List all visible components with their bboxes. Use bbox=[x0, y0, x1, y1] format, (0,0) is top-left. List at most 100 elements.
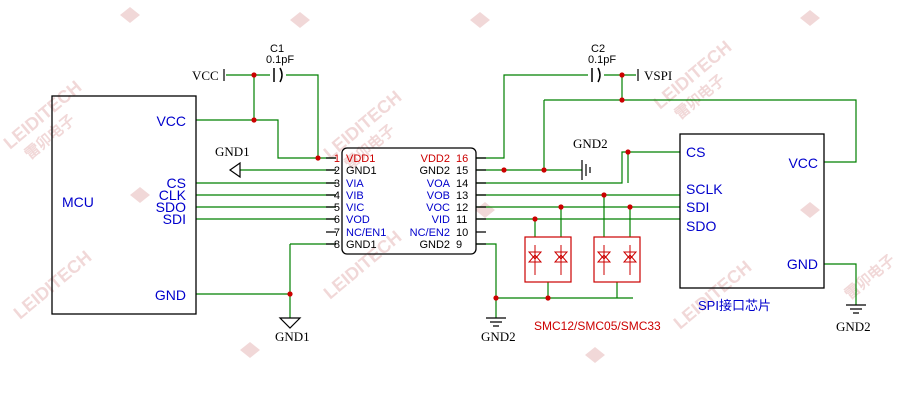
junction-dot bbox=[601, 192, 607, 198]
wire-gnd2-pin9 bbox=[476, 243, 497, 318]
isolator-pin-name: VID bbox=[432, 214, 450, 226]
mcu-title: MCU bbox=[62, 194, 94, 210]
isolator-pin-name: VOB bbox=[427, 190, 450, 202]
junction-dot bbox=[501, 167, 507, 173]
spi-chip-block bbox=[679, 133, 825, 289]
watermark-logo-icon bbox=[130, 187, 150, 203]
isolator-pin-name: VDD1 bbox=[346, 153, 375, 165]
isolator-pin-name: GND1 bbox=[346, 165, 377, 177]
junction-dot bbox=[545, 295, 551, 301]
isolator-pin-number: 2 bbox=[334, 165, 340, 177]
junctions bbox=[251, 72, 633, 301]
gnd2-mid-ground-icon bbox=[486, 317, 506, 327]
watermark-logo-icon bbox=[470, 12, 490, 28]
tvs-diode-icon bbox=[527, 245, 569, 275]
gnd1-bottom-ground-icon bbox=[278, 317, 302, 329]
isolator-pin-number: 12 bbox=[456, 202, 468, 214]
mcu-pin-clk: CLK bbox=[159, 187, 187, 203]
watermark-logo-icon bbox=[800, 10, 820, 26]
c2-plate-right-icon bbox=[597, 67, 601, 83]
isolator-pin-number: 7 bbox=[334, 227, 340, 239]
isolator-right-pins: 16VDD215GND214VOA13VOB12VOC11VID10NC/EN2… bbox=[410, 153, 469, 251]
isolator-pin-number: 10 bbox=[456, 227, 468, 239]
watermark-brand: LEIDITECH bbox=[670, 257, 756, 333]
junction-dot bbox=[619, 97, 625, 103]
net-gnd2-mid: GND2 bbox=[481, 329, 516, 344]
isolator-pin-name: VIA bbox=[346, 178, 364, 190]
isolator-pin-name: NC/EN2 bbox=[410, 227, 450, 239]
gnd1-arrow-icon bbox=[228, 161, 241, 179]
spi-pin-cs: CS bbox=[686, 144, 705, 160]
spi-chip-title: SPI接口芯片 bbox=[698, 298, 771, 313]
tvs-array-1 bbox=[524, 236, 572, 283]
junction-dot bbox=[625, 149, 631, 155]
wire-vdd2-c2 bbox=[476, 74, 588, 159]
tvs-box bbox=[524, 236, 572, 283]
net-gnd2-right: GND2 bbox=[836, 319, 871, 334]
net-gnd1-top: GND1 bbox=[215, 144, 250, 159]
junction-dot bbox=[251, 72, 257, 78]
junction-dot bbox=[541, 167, 547, 173]
net-vspi: VSPI bbox=[644, 68, 672, 83]
junction-dot bbox=[315, 155, 321, 161]
c2-ref: C2 bbox=[591, 43, 605, 55]
mcu-pin-sdi: SDI bbox=[163, 211, 186, 227]
isolator-pin-number: 11 bbox=[456, 214, 467, 226]
mcu-pin-cs: CS bbox=[167, 175, 186, 191]
spi-pin-vcc: VCC bbox=[788, 155, 818, 171]
c1-plate-right-icon bbox=[279, 67, 283, 83]
isolator-pin-name: GND1 bbox=[346, 239, 377, 251]
wire-vspi-spivcc bbox=[544, 99, 857, 163]
junction-dot bbox=[493, 295, 499, 301]
spi-pin-sdo: SDO bbox=[686, 218, 716, 234]
isolator-pin-number: 14 bbox=[456, 178, 468, 190]
watermark-logo-icon bbox=[290, 12, 310, 28]
spi-pin-gnd: GND bbox=[787, 256, 818, 272]
c1-value: 0.1pF bbox=[266, 54, 294, 66]
junction-dot bbox=[627, 204, 633, 210]
isolator-pin-number: 13 bbox=[456, 190, 468, 202]
spi-pin-sclk: SCLK bbox=[686, 181, 723, 197]
wire-mcu-vcc bbox=[196, 119, 318, 159]
isolator-pin-name: VDD2 bbox=[421, 153, 450, 165]
c2-value: 0.1pF bbox=[588, 54, 616, 66]
isolator-pin-name: GND2 bbox=[419, 239, 450, 251]
mcu-pin-sdo: SDO bbox=[156, 199, 186, 215]
isolator-pin-number: 3 bbox=[334, 178, 340, 190]
watermark-cn: 雷卯电子 bbox=[841, 251, 899, 303]
isolator-pin-name: VIC bbox=[346, 202, 364, 214]
power-symbols bbox=[223, 69, 866, 329]
isolator-pin-name: NC/EN1 bbox=[346, 227, 386, 239]
isolator-pin-number: 15 bbox=[456, 165, 468, 177]
watermark-logo-icon bbox=[240, 342, 260, 358]
tvs-array-2 bbox=[593, 236, 641, 283]
mcu-block bbox=[51, 95, 197, 315]
mcu-pin-vcc: VCC bbox=[156, 113, 186, 129]
watermark-logo-icon bbox=[120, 7, 140, 23]
watermark-logo-icon bbox=[585, 347, 605, 363]
isolator-left-pin-stubs bbox=[326, 157, 336, 245]
isolator-pin-name: VIB bbox=[346, 190, 364, 202]
isolator-pin-number: 1 bbox=[334, 153, 340, 165]
wire-spi-gnd bbox=[824, 263, 857, 305]
isolator-right-pin-stubs bbox=[476, 157, 486, 245]
tvs-box bbox=[593, 236, 641, 283]
watermark-logo-icon bbox=[475, 202, 495, 218]
isolator-pin-name: VOD bbox=[346, 214, 370, 226]
watermark-logo-icon bbox=[800, 202, 820, 218]
mcu-pin-gnd: GND bbox=[155, 287, 186, 303]
gnd2-right-ground-icon bbox=[846, 304, 866, 314]
isolator-chip-body bbox=[341, 147, 477, 255]
junction-dot bbox=[619, 72, 625, 78]
net-gnd2-top: GND2 bbox=[573, 136, 608, 151]
tvs-diode-icon bbox=[596, 245, 638, 275]
isolator-pin-name: VOA bbox=[427, 178, 451, 190]
wire-voa-cs bbox=[476, 151, 680, 184]
isolator-pin-name: VOC bbox=[426, 202, 450, 214]
net-gnd1-bottom: GND1 bbox=[275, 329, 310, 344]
junction-dot bbox=[251, 117, 257, 123]
tvs-part-label: SMC12/SMC05/SMC33 bbox=[534, 319, 661, 333]
isolator-pin-number: 4 bbox=[334, 190, 340, 202]
